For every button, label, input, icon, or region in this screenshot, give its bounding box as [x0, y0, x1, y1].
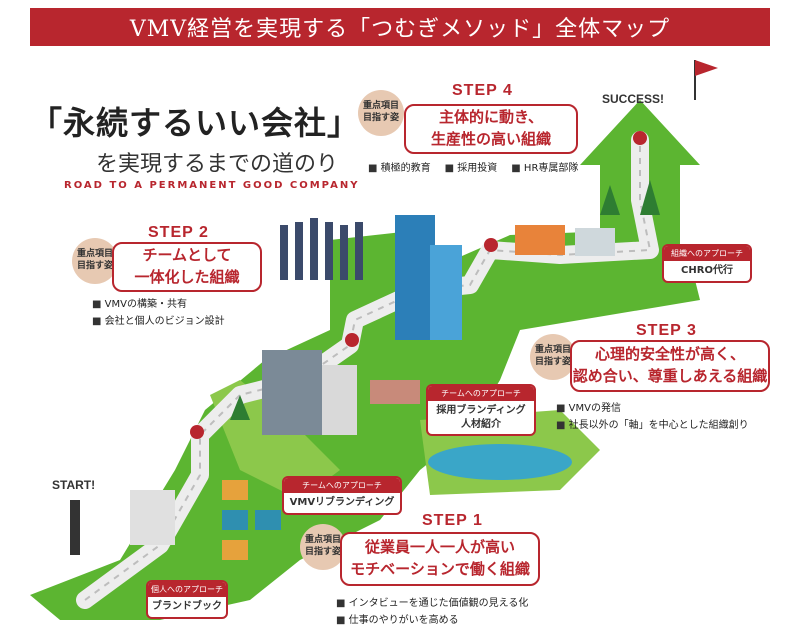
step2-goal-line1: チームとして: [142, 246, 232, 265]
badge-line1: 重点項目: [76, 249, 113, 260]
step2-goal-box: チームとして 一体化した組織: [112, 242, 262, 292]
location-pins: [190, 131, 647, 439]
step1-badge: 重点項目 目指す姿: [300, 524, 346, 570]
city-buildings: [130, 215, 615, 545]
approach-body: CHRO代行: [664, 261, 750, 281]
approach-head: チームへのアプローチ: [284, 478, 400, 493]
step4-goal-line1: 主体的に動き、: [439, 108, 543, 127]
step4-bullet: 積極的教育: [368, 160, 431, 177]
step2-bullets: VMVの構築・共有 会社と個人のビジョン設計: [92, 296, 225, 330]
step3-bullets: VMVの発信 社長以外の「軸」を中心とした組織創り: [556, 400, 749, 434]
people-group: [280, 218, 363, 280]
trees: [230, 180, 660, 420]
step4-label: STEP 4: [452, 82, 513, 99]
sub-title: を実現するまでの道のり: [96, 152, 339, 177]
step1-goal-line2: モチベーションで働く組織: [350, 560, 530, 578]
approach-team-recruit: チームへのアプローチ 採用ブランディング 人材紹介: [426, 384, 536, 436]
main-title: 「永続するいい会社」: [30, 104, 361, 142]
step4-bullet: HR専属部隊: [511, 160, 578, 177]
approach-body-line1: VMVリブランディング: [289, 497, 395, 508]
approach-body-line1: ブランドブック: [152, 601, 222, 612]
step3-label: STEP 3: [636, 322, 697, 339]
step2-label: STEP 2: [148, 224, 209, 241]
badge-line1: 重点項目: [304, 535, 341, 546]
step3-goal-box: 心理的安全性が高く、 認め合い、尊重しあえる組織: [570, 340, 770, 392]
english-tagline: ROAD TO A PERMANENT GOOD COMPANY: [64, 180, 360, 191]
badge-line2: 目指す姿: [76, 261, 113, 271]
step4-goal-line2: 生産性の高い組織: [430, 130, 551, 148]
step2-goal-line2: 一体化した組織: [134, 268, 240, 286]
approach-body-line2: 人材紹介: [461, 418, 501, 430]
step4-badge: 重点項目 目指す姿: [358, 90, 404, 136]
map-title-bar: VMV経営を実現する「つむぎメソッド」全体マップ: [30, 8, 770, 46]
approach-organization: 組織へのアプローチ CHRO代行: [662, 244, 752, 283]
step2-badge: 重点項目 目指す姿: [72, 238, 118, 284]
step1-label: STEP 1: [422, 512, 483, 529]
success-label: SUCCESS!: [602, 92, 665, 106]
step1-bullet: インタビューを通じた価値観の見える化: [336, 595, 529, 612]
start-label: START!: [52, 478, 96, 492]
approach-body-line1: CHRO代行: [681, 265, 733, 276]
step3-bullet: 社長以外の「軸」を中心とした組織創り: [556, 417, 749, 434]
lake: [428, 444, 572, 480]
step1-goal-line1: 従業員一人一人が高い: [364, 538, 515, 557]
map-title: VMV経営を実現する「つむぎメソッド」全体マップ: [129, 17, 671, 42]
step3-goal-line1: 心理的安全性が高く、: [594, 345, 745, 364]
step4-goal-box: 主体的に動き、 生産性の高い組織: [404, 104, 578, 154]
step3-bullet: VMVの発信: [556, 400, 749, 417]
badge-line1: 重点項目: [534, 345, 571, 356]
badge-line2: 目指す姿: [304, 547, 341, 557]
step3-badge: 重点項目 目指す姿: [530, 334, 576, 380]
approach-team-vmv: チームへのアプローチ VMVリブランディング: [282, 476, 402, 515]
step2-bullet: 会社と個人のビジョン設計: [92, 313, 225, 330]
badge-line2: 目指す姿: [362, 113, 399, 123]
approach-head: チームへのアプローチ: [428, 386, 534, 401]
step2-bullet: VMVの構築・共有: [92, 296, 225, 313]
badge-line2: 目指す姿: [534, 357, 571, 367]
approach-head: 組織へのアプローチ: [664, 246, 750, 261]
step4-bullet: 採用投資: [445, 160, 497, 177]
approach-body: 採用ブランディング 人材紹介: [428, 401, 534, 434]
approach-body-line1: 採用ブランディング: [436, 405, 526, 416]
step1-goal-box: 従業員一人一人が高い モチベーションで働く組織: [340, 532, 540, 586]
step1-bullet: 仕事のやりがいを高める: [336, 612, 528, 629]
approach-body: ブランドブック: [148, 597, 226, 617]
step1-bullets: インタビューを通じた価値観の見える化 仕事のやりがいを高める: [336, 595, 529, 629]
step3-goal-line2: 認め合い、尊重しあえる組織: [572, 367, 768, 385]
start-person: [70, 500, 80, 555]
approach-body: VMVリブランディング: [284, 493, 400, 513]
step4-bullets: 積極的教育 採用投資 HR専属部隊: [368, 160, 579, 177]
houses: [222, 480, 281, 560]
approach-head: 個人へのアプローチ: [148, 582, 226, 597]
success-flag: [694, 60, 718, 100]
badge-line1: 重点項目: [362, 101, 399, 112]
approach-individual: 個人へのアプローチ ブランドブック: [146, 580, 228, 619]
